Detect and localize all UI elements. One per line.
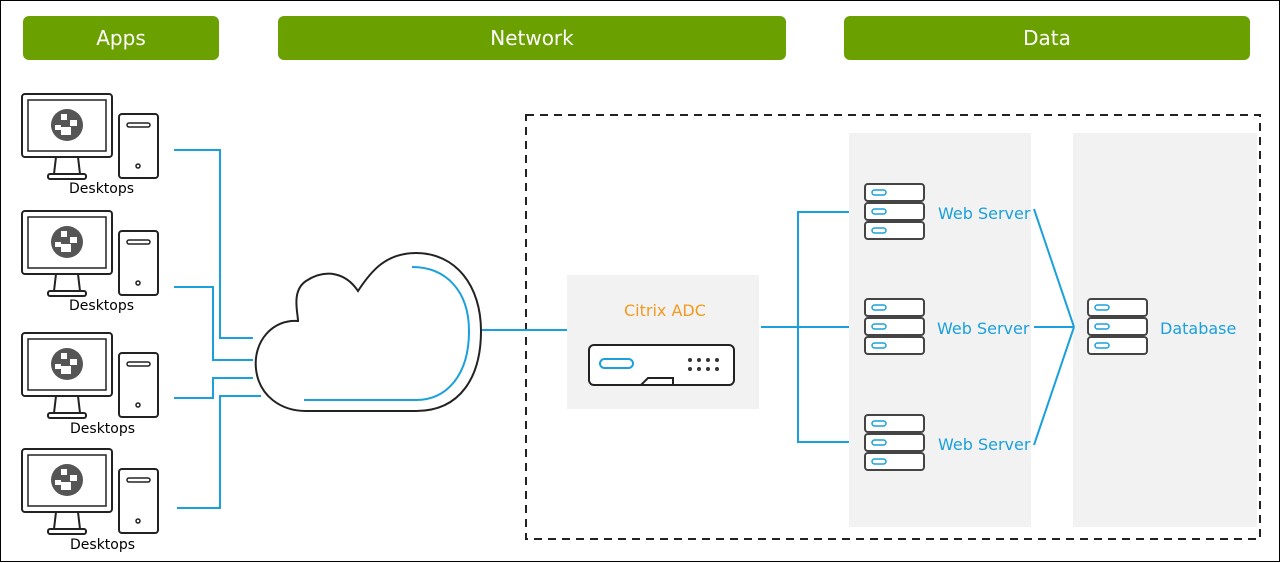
desktop-label: Desktops [69, 181, 135, 197]
web-server-icon [864, 183, 925, 240]
cloud-icon [254, 251, 483, 412]
connector-line [1033, 208, 1075, 328]
web-server-icon [864, 298, 925, 355]
connector-line [1033, 326, 1075, 446]
header-apps: Apps [23, 16, 219, 60]
apps-icon [51, 464, 83, 496]
apps-icon [51, 226, 83, 258]
connector-line [797, 211, 849, 443]
adc-panel [567, 275, 759, 409]
web-server-label: Web Server [937, 319, 1030, 338]
connector-line [174, 377, 253, 399]
header-data: Data [844, 16, 1250, 60]
desktop-computer-icon [21, 448, 159, 535]
apps-icon [51, 109, 83, 141]
desktop-label: Desktops [70, 537, 136, 553]
web-server-label: Web Server [938, 435, 1031, 454]
connector-line [177, 395, 261, 509]
datacenter-boundary [525, 114, 1261, 540]
desktop-connectors [174, 149, 261, 509]
db-connectors [1033, 208, 1075, 446]
desktop-computer-icon [21, 210, 159, 297]
web-server-label: Web Server [938, 204, 1031, 223]
header-network: Network [278, 16, 786, 60]
connector-line [174, 149, 253, 339]
desktop-label: Desktops [69, 298, 135, 314]
desktop-computer-icon [21, 93, 159, 180]
citrix-adc-appliance-icon [588, 344, 735, 386]
adc-connectors [761, 211, 849, 443]
web-server-icon [864, 414, 925, 471]
database-icon [1087, 298, 1148, 355]
database-label: Database [1160, 319, 1237, 338]
desktop-computer-icon [21, 332, 159, 419]
connector-line [174, 286, 253, 361]
apps-icon [51, 348, 83, 380]
desktop-label: Desktops [70, 421, 136, 437]
citrix-adc-label: Citrix ADC [624, 301, 706, 320]
